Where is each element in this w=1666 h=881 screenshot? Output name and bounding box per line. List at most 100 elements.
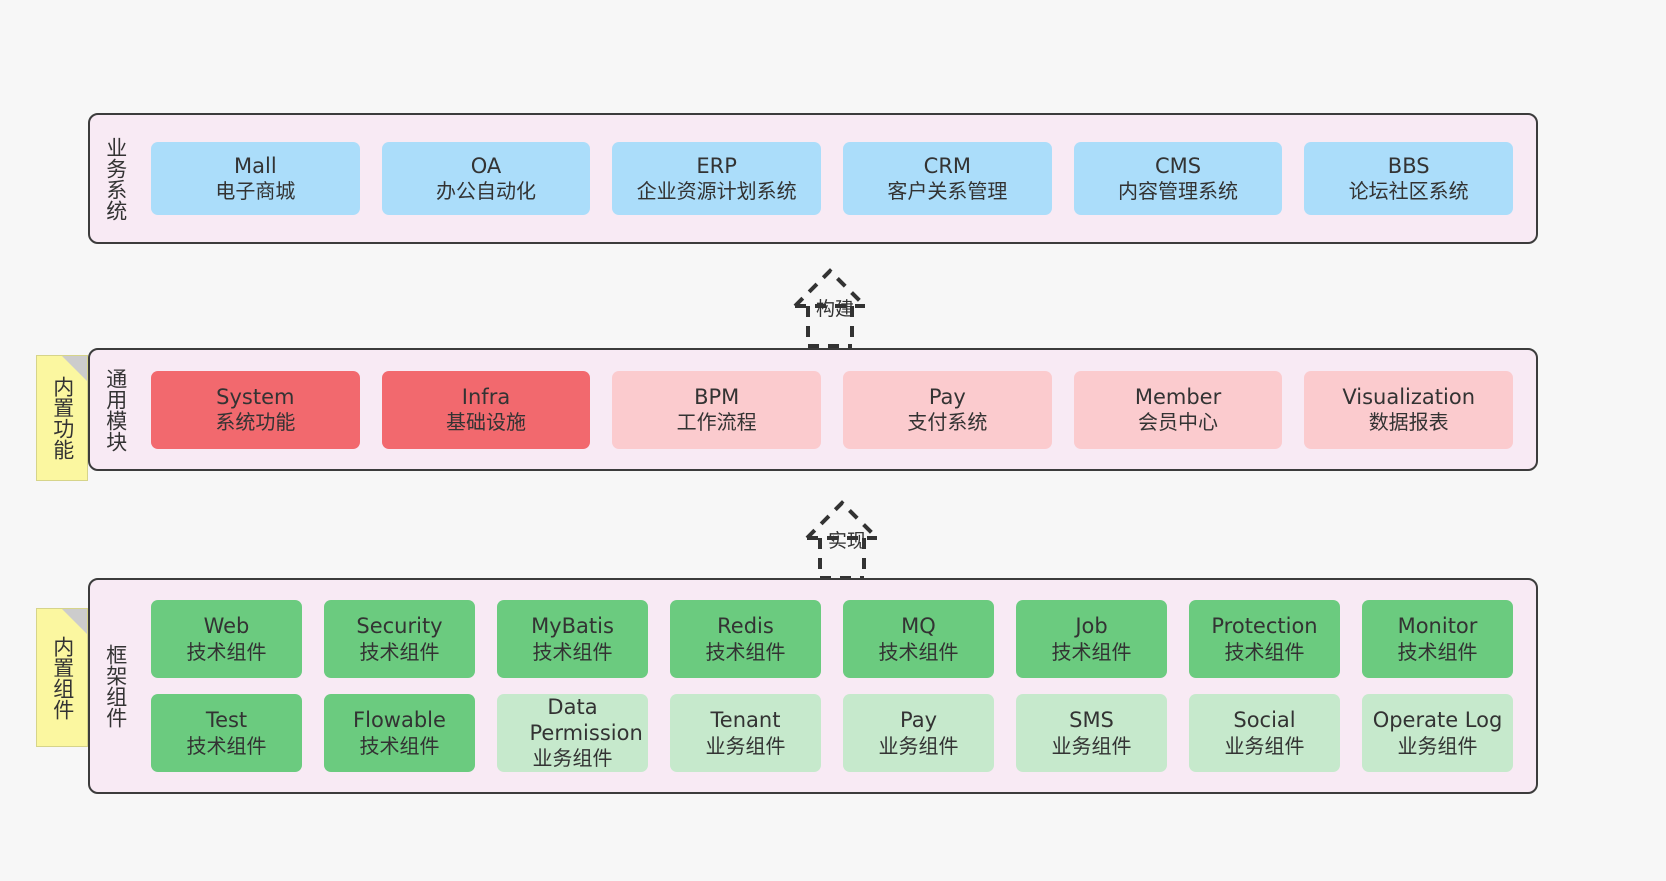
node-title-cn: 企业资源计划系统 (636, 179, 797, 204)
node-visualization[interactable]: Visualization 数据报表 (1304, 370, 1514, 449)
node-title-cn: 技术组件 (186, 639, 267, 664)
layer-body-framework-component: Web 技术组件 Security 技术组件 MyBatis 技术组件 Redi… (140, 580, 1536, 792)
node-title-cn: 技术组件 (1397, 639, 1478, 664)
node-title-cn: 电子商城 (215, 179, 296, 204)
node-title-cn: 办公自动化 (436, 179, 536, 204)
node-title-en: Social (1233, 708, 1296, 732)
node-title-cn: 客户关系管理 (887, 179, 1008, 204)
node-row: Mall 电子商城 OA 办公自动化 ERP 企业资源计划系统 CRM 客户关系… (140, 142, 1524, 215)
node-mybatis[interactable]: MyBatis 技术组件 (497, 600, 648, 678)
node-title-en: Test (205, 708, 248, 732)
layer-body-common-module: System 系统功能 Infra 基础设施 BPM 工作流程 Pay 支付系统… (140, 350, 1536, 469)
node-title-en: Redis (717, 614, 774, 638)
node-title-cn: 技术组件 (532, 639, 613, 664)
node-bpm[interactable]: BPM 工作流程 (612, 370, 822, 449)
node-title-cn: 工作流程 (676, 410, 757, 435)
node-title-en: CMS (1154, 153, 1202, 178)
node-member[interactable]: Member 会员中心 (1073, 370, 1283, 449)
layer-title-framework-component: 框架组件 (103, 644, 128, 728)
node-bbs[interactable]: BBS 论坛社区系统 (1304, 142, 1514, 215)
node-title-en: Mall (234, 153, 277, 178)
node-test[interactable]: Test 技术组件 (151, 694, 302, 772)
node-mall[interactable]: Mall 电子商城 (151, 142, 360, 215)
node-title-en: Tenant (710, 708, 781, 732)
layer-body-business-system: Mall 电子商城 OA 办公自动化 ERP 企业资源计划系统 CRM 客户关系… (140, 115, 1536, 242)
node-cms[interactable]: CMS 内容管理系统 (1073, 142, 1283, 215)
note-builtin-function: 内置功能 (36, 355, 88, 481)
node-erp[interactable]: ERP 企业资源计划系统 (612, 142, 822, 215)
node-row: System 系统功能 Infra 基础设施 BPM 工作流程 Pay 支付系统… (140, 370, 1524, 449)
node-title-cn: 业务组件 (878, 733, 959, 758)
node-title-en: SMS (1069, 708, 1114, 732)
node-title-cn: 论坛社区系统 (1348, 179, 1469, 204)
node-title-cn: 业务组件 (1051, 733, 1132, 758)
node-title-en: Monitor (1397, 614, 1478, 638)
node-title-cn: 支付系统 (907, 410, 988, 435)
layer-framework-component: 框架组件 Web 技术组件 Security 技术组件 MyBatis 技术组件… (88, 578, 1538, 794)
node-tenant[interactable]: Tenant 业务组件 (670, 694, 821, 772)
connector-build-arrow (793, 268, 867, 348)
node-data-permission[interactable]: Data Permission 业务组件 (497, 694, 648, 772)
node-title-cn: 系统功能 (215, 410, 296, 435)
node-title-cn: 技术组件 (186, 733, 267, 758)
node-title-cn: 内容管理系统 (1118, 179, 1239, 204)
node-title-en: ERP (696, 153, 737, 178)
node-title-en: MyBatis (531, 614, 614, 638)
node-title-en: Pay (899, 708, 938, 732)
node-title-en: Security (356, 614, 443, 638)
node-title-en: Web (203, 614, 250, 638)
node-title-en: Infra (461, 384, 511, 409)
note-fold-corner-icon (62, 609, 87, 634)
node-security[interactable]: Security 技术组件 (324, 600, 475, 678)
node-sms[interactable]: SMS 业务组件 (1016, 694, 1167, 772)
connector-implement-label: 实现 (828, 530, 867, 552)
node-system[interactable]: System 系统功能 (151, 370, 360, 449)
node-infra[interactable]: Infra 基础设施 (381, 370, 591, 449)
arrowhead-outline (805, 500, 879, 540)
node-title-cn: 技术组件 (1224, 639, 1305, 664)
node-flowable[interactable]: Flowable 技术组件 (324, 694, 475, 772)
node-row: Web 技术组件 Security 技术组件 MyBatis 技术组件 Redi… (140, 600, 1524, 678)
node-title-cn: 会员中心 (1138, 410, 1219, 435)
node-title-cn: 业务组件 (1397, 733, 1478, 758)
node-mq[interactable]: MQ 技术组件 (843, 600, 994, 678)
node-web[interactable]: Web 技术组件 (151, 600, 302, 678)
node-title-en: Protection (1211, 614, 1318, 638)
node-title-cn: 技术组件 (705, 639, 786, 664)
node-oa[interactable]: OA 办公自动化 (381, 142, 591, 215)
arrowhead-outline (793, 268, 867, 308)
node-title-en: BBS (1387, 153, 1430, 178)
node-job[interactable]: Job 技术组件 (1016, 600, 1167, 678)
node-title-en: Visualization (1342, 384, 1476, 409)
node-protection[interactable]: Protection 技术组件 (1189, 600, 1340, 678)
node-title-cn: 业务组件 (705, 733, 786, 758)
node-title-en: OA (470, 153, 502, 178)
layer-common-module: 通用模块 System 系统功能 Infra 基础设施 BPM 工作流程 Pay… (88, 348, 1538, 471)
layer-title-business-system: 业务系统 (103, 136, 128, 221)
note-fold-corner-icon (62, 356, 87, 381)
node-pay[interactable]: Pay 支付系统 (843, 370, 1052, 449)
note-label: 内置组件 (50, 635, 75, 720)
node-monitor[interactable]: Monitor 技术组件 (1362, 600, 1513, 678)
node-title-en: MQ (901, 614, 936, 638)
node-crm[interactable]: CRM 客户关系管理 (843, 142, 1052, 215)
note-label: 内置功能 (50, 376, 75, 460)
node-operate-log[interactable]: Operate Log 业务组件 (1362, 694, 1513, 772)
node-title-en: Member (1134, 384, 1222, 409)
node-title-en: Flowable (353, 708, 446, 732)
node-title-en: Job (1075, 614, 1108, 638)
node-pay-component[interactable]: Pay 业务组件 (843, 694, 994, 772)
node-row: Test 技术组件 Flowable 技术组件 Data Permission … (140, 694, 1524, 772)
layer-business-system: 业务系统 Mall 电子商城 OA 办公自动化 ERP 企业资源计划系统 CRM… (88, 113, 1538, 244)
node-title-en: CRM (923, 153, 972, 178)
node-redis[interactable]: Redis 技术组件 (670, 600, 821, 678)
node-title-cn: 业务组件 (1224, 733, 1305, 758)
note-builtin-component: 内置组件 (36, 608, 88, 747)
layer-title-common-module: 通用模块 (103, 367, 128, 452)
node-title-cn: 技术组件 (1051, 639, 1132, 664)
node-title-cn: 技术组件 (878, 639, 959, 664)
node-social[interactable]: Social 业务组件 (1189, 694, 1340, 772)
node-title-en: System (216, 384, 295, 409)
node-title-en: Operate Log (1372, 708, 1503, 732)
